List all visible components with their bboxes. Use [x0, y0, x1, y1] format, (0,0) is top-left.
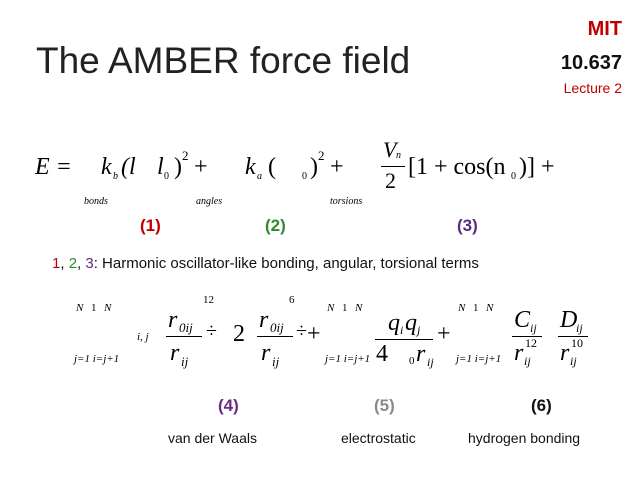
angle-constant-subscript: a [257, 171, 262, 182]
term-label-1: (1) [140, 216, 161, 235]
bond-length-equilibrium: l [157, 154, 164, 180]
caption-hydrogen-bonding: hydrogen bonding [468, 430, 581, 446]
angle-equilibrium-subscript: 0 [302, 171, 307, 182]
vdw-r-subscript-b: ij [272, 354, 280, 369]
sum-torsions-label: torsions [330, 196, 363, 207]
angle-close-paren: ) [310, 154, 318, 180]
bond-constant-subscript: b [113, 171, 118, 182]
vdw-fraction-bar-2 [257, 336, 293, 338]
plus-sign: + [330, 154, 344, 180]
pair-index: i, j [137, 331, 149, 343]
vdw-r-subscript: ij [181, 354, 189, 369]
term-label-2: (2) [265, 216, 286, 235]
term-label-5: (5) [374, 396, 395, 415]
charge-i: q [388, 310, 400, 336]
hbond-r12-exponent: 12 [525, 336, 537, 350]
angle-constant: k [245, 154, 256, 180]
vdw-r0-subscript-b: 0ij [270, 320, 284, 335]
sum2-upper-N: N [327, 302, 335, 314]
vdw-fraction-bar-1 [166, 336, 202, 338]
plus-sign: + [437, 321, 451, 347]
angle-square: 2 [318, 148, 325, 163]
hbond-r12-subscript: ij [524, 354, 531, 368]
angle-open-paren: ( [268, 154, 276, 180]
coulomb-distance: r [416, 341, 426, 367]
charge-j: q [405, 310, 417, 336]
plus-sign: + [194, 154, 208, 180]
bond-length-equilibrium-subscript: 0 [164, 171, 169, 182]
description-separator: , [60, 255, 69, 272]
coulomb-distance-subscript: ij [427, 355, 434, 369]
hbond-C-subscript: ij [530, 321, 537, 335]
sum2-upper-N2: N [355, 302, 363, 314]
description-number-1: 1 [52, 255, 61, 272]
hbond-fraction-bar-2 [558, 336, 588, 338]
course-number: 10.637 [560, 52, 622, 74]
sum2-lower: j=1 i=j+1 [325, 353, 371, 365]
torsion-barrier: V [383, 137, 397, 162]
hbond-D: D [560, 307, 578, 333]
vdw-r0-numerator: r [168, 307, 178, 333]
sum1-upper-N2: N [104, 302, 112, 314]
sum1-upper-N: N [76, 302, 84, 314]
sum3-upper-N2: N [486, 302, 494, 314]
bonded-terms-description: 1, 2, 3: Harmonic oscillator-like bondin… [52, 255, 479, 272]
coulomb-four: 4 [376, 341, 388, 367]
division-symbol: ÷ [206, 320, 217, 342]
bond-close-paren: ) [174, 154, 182, 180]
term-label-4: (4) [218, 396, 239, 415]
term-label-3: (3) [457, 216, 478, 235]
institution-logo-text: MIT [587, 18, 622, 40]
hbond-fraction-bar-1 [512, 336, 542, 338]
sum3-lower: j=1 i=j+1 [456, 353, 502, 365]
hbond-r10-subscript: ij [570, 354, 577, 368]
hbond-D-subscript: ij [576, 321, 583, 335]
hbond-r12: r [514, 340, 524, 366]
hbond-C: C [514, 307, 531, 333]
caption-van-der-waals: van der Waals [168, 430, 257, 446]
sum1-lower: j=1 i=j+1 [74, 353, 120, 365]
vdw-r0-numerator-b: r [259, 307, 269, 333]
torsion-barrier-subscript: n [396, 150, 401, 161]
division-symbol: ÷ [296, 320, 307, 342]
vdw-r0-subscript: 0ij [179, 320, 193, 335]
hbond-r10-exponent: 10 [571, 336, 583, 350]
sum1-upper-1: 1 [91, 302, 97, 314]
sum2-upper-1: 1 [342, 302, 348, 314]
caption-electrostatic: electrostatic [341, 430, 416, 446]
vacuum-permittivity-subscript: 0 [409, 355, 415, 367]
bond-square: 2 [182, 148, 189, 163]
torsion-denominator: 2 [385, 168, 396, 193]
vdw-r-denominator-b: r [261, 340, 271, 366]
bond-length: (l [121, 154, 136, 180]
vdw-r-denominator: r [170, 340, 180, 366]
charge-j-subscript: j [417, 323, 421, 337]
energy-symbol: E = [35, 154, 72, 180]
sum-bonds-label: bonds [84, 196, 108, 207]
torsion-phase-subscript: 0 [511, 171, 516, 182]
lecture-label: Lecture 2 [563, 80, 622, 96]
torsion-fraction-bar [381, 166, 405, 168]
description-text: : Harmonic oscillator-like bonding, angu… [93, 255, 479, 272]
description-number-3: 3 [85, 255, 94, 272]
exponent-12: 12 [203, 294, 214, 306]
plus-sign: + [307, 321, 321, 347]
description-separator: , [77, 255, 86, 272]
coulomb-fraction-bar [375, 339, 433, 341]
sum-angles-label: angles [196, 196, 223, 207]
bond-constant: k [101, 154, 112, 180]
exponent-6: 6 [289, 294, 295, 306]
slide-title: The AMBER force field [36, 40, 411, 81]
sum3-upper-1: 1 [473, 302, 479, 314]
cosine-term: [1 + cos(n [408, 154, 506, 180]
term-label-6: (6) [531, 396, 552, 415]
charge-i-subscript: i [400, 323, 404, 337]
coefficient-2: 2 [233, 321, 245, 347]
hbond-r10: r [560, 340, 570, 366]
description-number-2: 2 [68, 255, 78, 272]
sum3-upper-N: N [458, 302, 466, 314]
torsion-close: )] + [519, 154, 555, 180]
